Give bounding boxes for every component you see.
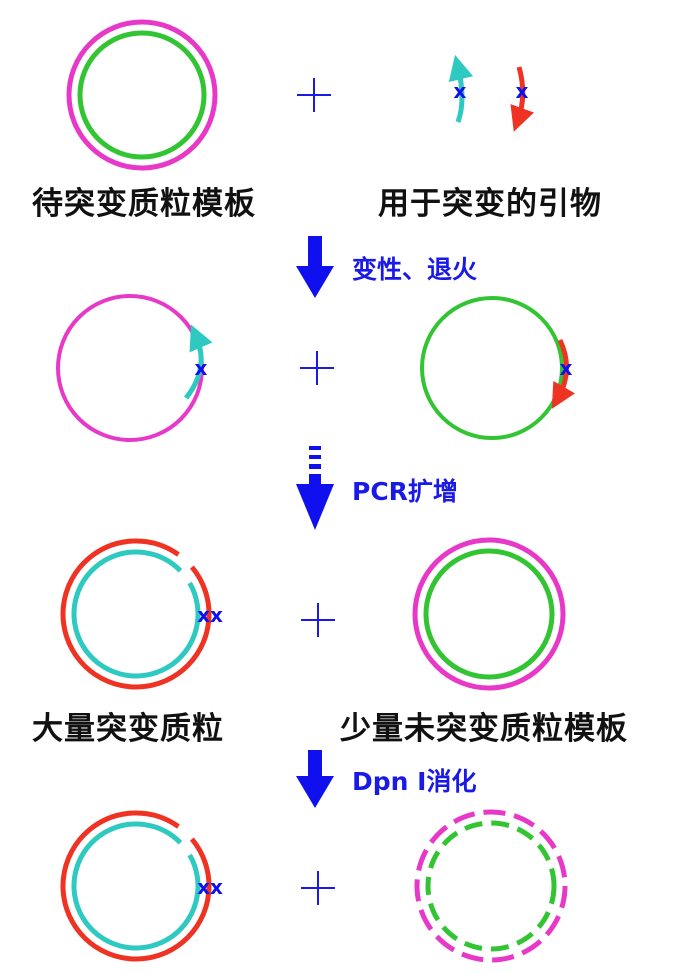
svg-text:x: x [560,356,573,380]
label-mutagenic-primers: 用于突变的引物 [378,186,602,222]
label-many-mutant-plasmids: 大量突变质粒 [32,711,224,747]
svg-text:xx: xx [197,875,223,899]
plus-sign-row1 [297,78,331,112]
template-plasmid-double-ring-row3 [412,537,566,691]
label-template-plasmid: 待突变质粒模板 [32,186,256,222]
step-label-pcr-amplify: PCR扩增 [352,477,458,506]
label-few-unmutated-templates: 少量未突变质粒模板 [340,711,628,747]
forward-primer: x [448,54,474,123]
svg-text:x: x [195,356,208,380]
plus-sign-row4 [301,871,335,905]
digested-template-dashed-ring [414,809,568,963]
step-arrow-3 [296,750,334,808]
svg-text:x: x [516,79,529,103]
svg-text:xx: xx [197,603,223,627]
svg-text:x: x [454,79,467,103]
step-label-dpn-digest: Dpn I消化 [352,767,477,796]
plus-sign-row3 [301,603,335,637]
reverse-primer: x [510,66,534,132]
step-arrow-1 [296,236,334,298]
step-arrow-2 [296,446,334,530]
magenta-single-strand-with-primer: x [56,294,213,442]
step-label-denature-anneal: 变性、退火 [352,255,478,284]
plus-sign-row2 [300,351,334,385]
template-plasmid-double-ring [66,19,218,171]
green-single-strand-with-primer: x [420,296,576,440]
mutant-plasmid-double-ring-row4: xx [60,810,223,962]
mutant-plasmid-double-ring-row3: xx [60,538,223,690]
